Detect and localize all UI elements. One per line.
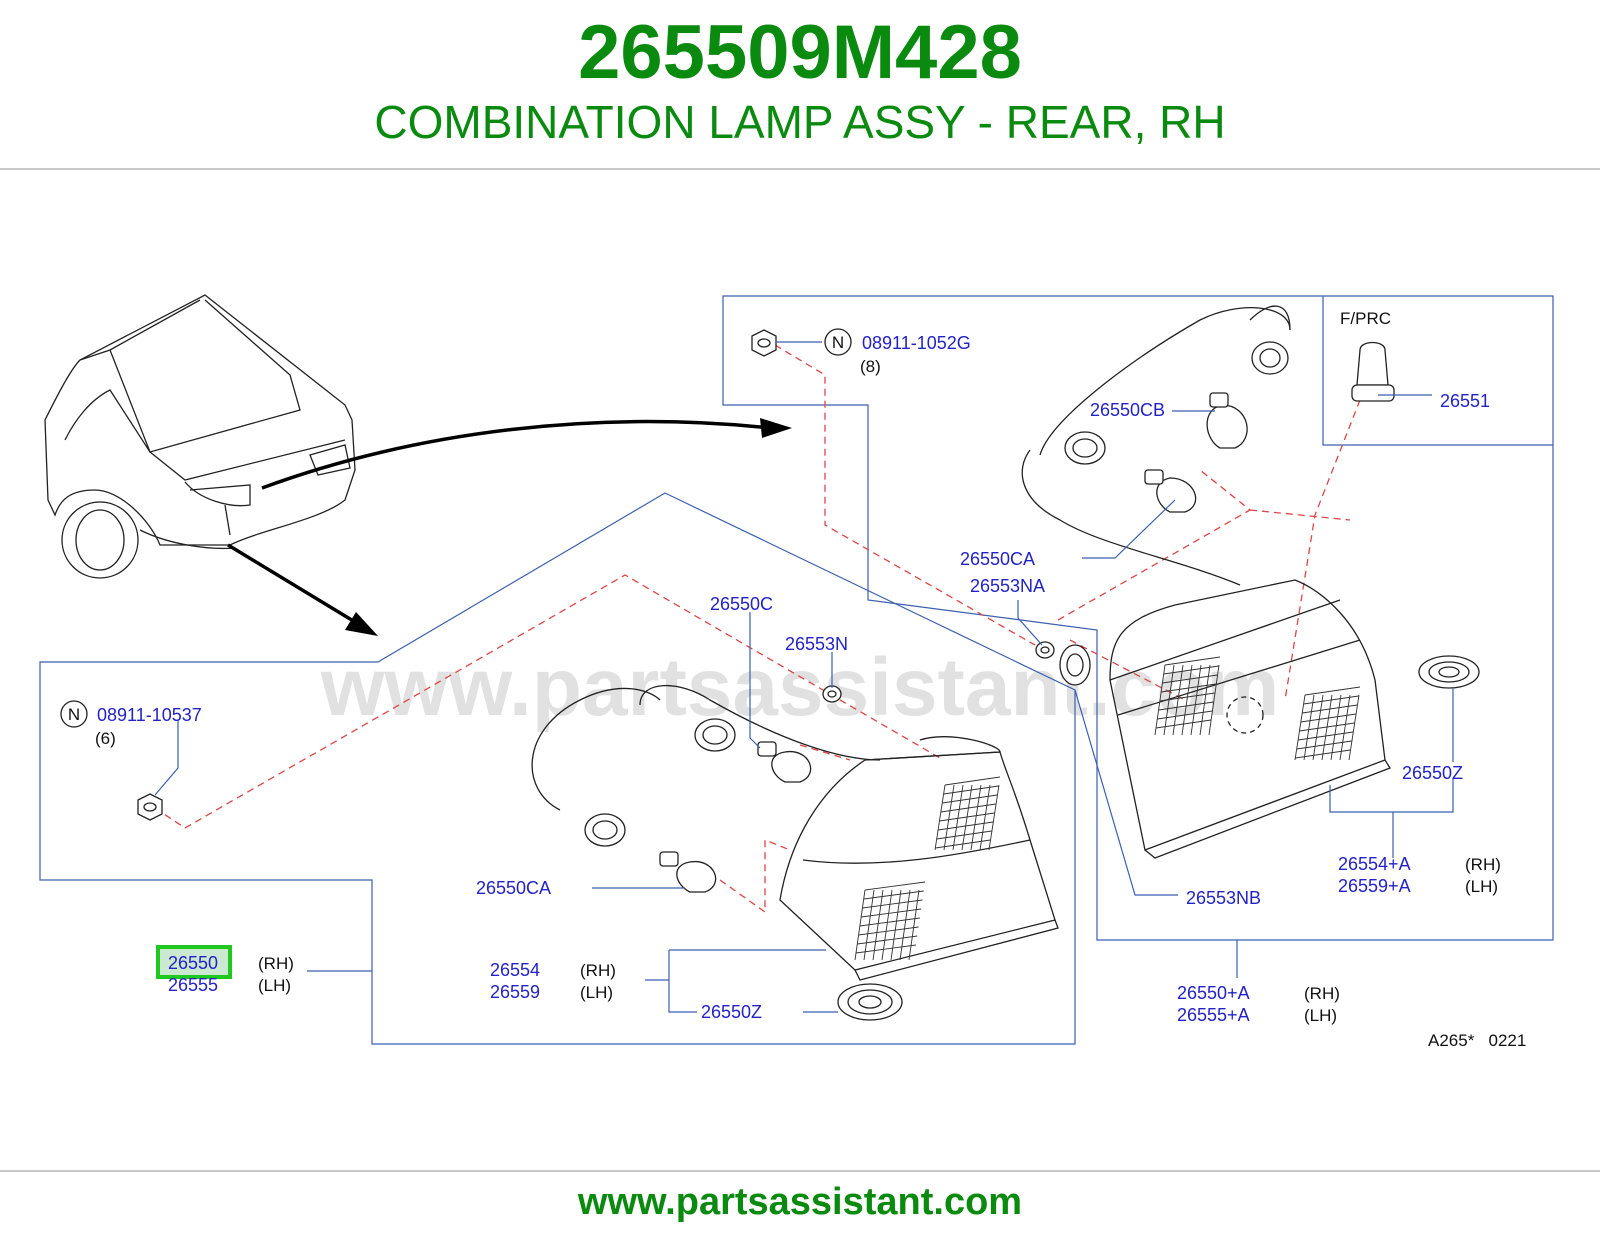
nut-upper-callout: N 08911-1052G (8): [824, 328, 971, 376]
part-26554A[interactable]: 26554+A: [1338, 854, 1411, 874]
bulb-fprc-drawing: [1351, 341, 1395, 402]
part-26551[interactable]: 26551: [1440, 391, 1490, 411]
washer-drawings: [822, 641, 1091, 703]
part-08911-1052G[interactable]: 08911-1052G: [862, 333, 971, 353]
parts-diagram: www.partsassistant.com: [0, 170, 1600, 1170]
n-symbol-icon: [824, 328, 852, 356]
car-sketch: [44, 294, 356, 579]
bulb-lower-drawings: [659, 741, 812, 893]
footer-divider: [0, 1170, 1600, 1172]
assy-main-callout: 26550 (RH) 26555 (LH): [156, 945, 294, 995]
part-26555[interactable]: 26555: [168, 975, 218, 995]
lens-upper-callout: 26554+A (RH) 26559+A (LH): [1338, 854, 1501, 896]
n-symbol-lower: N: [68, 705, 80, 724]
assy-main-rh: (RH): [258, 954, 294, 973]
part-26553N[interactable]: 26553N: [785, 634, 848, 654]
nut-upper-drawing: [751, 329, 777, 357]
n-symbol-icon: [60, 700, 88, 728]
fprc-callout: F/PRC 26551: [1340, 309, 1490, 411]
lens-upper-rh: (RH): [1465, 855, 1501, 874]
part-08911-10537[interactable]: 08911-10537: [97, 705, 202, 725]
assy-inner-callout: 26550+A (RH) 26555+A (LH): [1177, 983, 1340, 1025]
leader-lines: [154, 341, 1454, 1013]
socket-lower-drawings: [584, 718, 736, 847]
diagram-code: A265* 0221: [1428, 1031, 1526, 1050]
page-header: 265509M428 COMBINATION LAMP ASSY - REAR,…: [0, 0, 1600, 170]
part-26550Z-lower[interactable]: 26550Z: [701, 1002, 762, 1022]
lens-upper-lh: (LH): [1465, 877, 1498, 896]
qty-upper-nut: (8): [860, 357, 881, 376]
qty-lower-nut: (6): [95, 729, 116, 748]
part-26550[interactable]: 26550: [168, 953, 218, 973]
assy-inner-rh: (RH): [1304, 984, 1340, 1003]
lens-lower-rh: (RH): [580, 961, 616, 980]
part-26559A[interactable]: 26559+A: [1338, 876, 1411, 896]
seal-drawings: [837, 655, 1480, 1021]
socket-upper-drawing: [1064, 341, 1289, 465]
part-26550CA-upper[interactable]: 26550CA: [960, 549, 1035, 569]
part-26555A[interactable]: 26555+A: [1177, 1005, 1250, 1025]
part-description: COMBINATION LAMP ASSY - REAR, RH: [374, 96, 1226, 148]
outer-lamp-drawing: [531, 684, 1059, 981]
part-26553NA[interactable]: 26553NA: [970, 576, 1045, 596]
nut-lower-callout: N 08911-10537 (6): [60, 700, 202, 748]
lens-lower-callout: 26554 (RH) 26559 (LH): [490, 960, 616, 1002]
highlight-box: [156, 945, 232, 979]
arrows: [227, 418, 792, 636]
footer-url-link[interactable]: www.partsassistant.com: [577, 1181, 1023, 1223]
n-symbol-upper: N: [832, 333, 844, 352]
part-number-title: 265509M428: [578, 10, 1022, 95]
inner-lamp-grid: [1154, 656, 1361, 761]
part-26550Z-upper[interactable]: 26550Z: [1402, 763, 1463, 783]
exploded-view-svg: www.partsassistant.com: [39, 294, 1554, 1050]
part-26554[interactable]: 26554: [490, 960, 540, 980]
part-26550CA-lower[interactable]: 26550CA: [476, 878, 551, 898]
part-26553NB[interactable]: 26553NB: [1186, 888, 1261, 908]
part-26550A[interactable]: 26550+A: [1177, 983, 1250, 1003]
outer-lamp-grid: [854, 776, 1001, 961]
part-26559[interactable]: 26559: [490, 982, 540, 1002]
watermark-text: www.partsassistant.com: [320, 642, 1280, 733]
header-divider: [0, 168, 1600, 170]
bulb-upper-drawings: [1144, 392, 1248, 513]
lens-lower-lh: (LH): [580, 983, 613, 1002]
fprc-title: F/PRC: [1340, 309, 1391, 328]
assembly-guides: [154, 344, 1361, 914]
part-26550C[interactable]: 26550C: [710, 594, 773, 614]
nut-lower-drawing: [137, 793, 163, 821]
inner-lamp-drawing: [1021, 305, 1391, 859]
assy-inner-lh: (LH): [1304, 1006, 1337, 1025]
callout-frames: [39, 295, 1554, 1045]
part-26550CB[interactable]: 26550CB: [1090, 400, 1165, 420]
assy-main-lh: (LH): [258, 976, 291, 995]
